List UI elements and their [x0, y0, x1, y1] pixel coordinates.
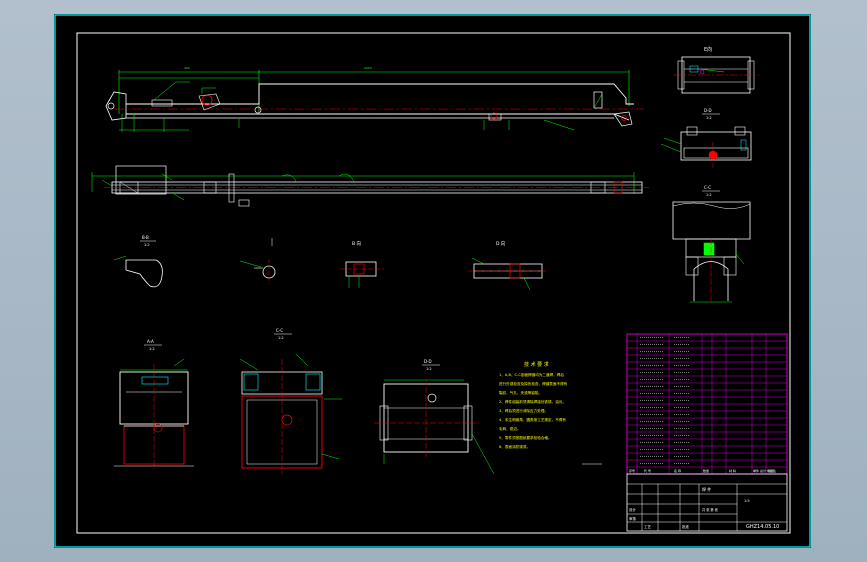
parts-list-header: 代 号	[644, 468, 651, 473]
process-label: 工艺	[644, 524, 652, 529]
drawing-sheet: 480 2950	[54, 14, 811, 548]
section-c-c-bottom-label: C-C	[276, 328, 283, 333]
parts-list-header: 材 料	[729, 468, 736, 473]
note-line: 进行外观检查及探伤检查，焊缝表面不得有	[499, 381, 568, 386]
inner-border	[76, 32, 791, 534]
section-a-a: A-A 1:2	[114, 339, 194, 469]
view-e-label: E向	[704, 46, 712, 53]
plan-view	[91, 165, 649, 207]
detail-b-b: B-B 1:2	[113, 235, 163, 288]
scale-value: 1:5	[744, 499, 750, 503]
detail-b-dir-label: B 向	[352, 240, 362, 247]
section-c-c-scale: 1:2	[706, 193, 712, 197]
section-a-a-label: A-A	[147, 339, 154, 344]
section-c-c: C-C 1:2	[672, 185, 751, 304]
svg-text:480: 480	[184, 66, 190, 70]
section-d-d: D-D 1:2	[660, 108, 752, 170]
notes-heading: 技 术 要 求	[524, 361, 549, 368]
parts-list-header: 序号	[629, 468, 635, 473]
section-c-c-bottom-scale: 1:2	[278, 336, 284, 340]
note-line: 1、A,B、C-C剖面焊缝均为二道焊，焊后	[499, 372, 564, 377]
detail-b-b-scale: 1:2	[144, 243, 150, 247]
detail-b-b-label: B-B	[142, 235, 149, 240]
note-line: 4、未注明倒角、圆角按工艺规定，不得有	[499, 417, 566, 422]
main-elevation-view: 480 2950	[105, 66, 644, 132]
detail-d-dir-label: D 向	[496, 240, 506, 247]
parts-list-header: 备 注	[769, 468, 776, 473]
note-line: 5、零件须按图纸要求检验合格。	[499, 435, 552, 440]
svg-text:2950: 2950	[364, 66, 372, 70]
note-line: 裂纹、气孔、夹渣等缺陷。	[499, 390, 542, 395]
design-label: 设计	[629, 507, 637, 512]
note-line: 毛刺、锐边。	[499, 426, 521, 431]
section-c-c-bottom: C-C 1:2	[239, 328, 342, 474]
drawing-canvas: 480 2950	[54, 14, 811, 548]
outer-frame	[54, 14, 811, 548]
view-e-direction: E向	[674, 46, 759, 94]
parts-list: 序号 代 号 名 称 数量 材 料 单件 总计 重 量备 注	[626, 333, 788, 475]
sheet-count: 共 张 第 张	[702, 507, 719, 512]
section-d-d-scale: 1:2	[706, 116, 712, 120]
parts-list-header: 数量	[703, 468, 709, 473]
section-d-d-label: D-D	[704, 108, 712, 113]
note-line: 6、表面涂防锈漆。	[499, 444, 530, 449]
section-c-c-label: C-C	[704, 185, 711, 190]
note-line: 2、焊件组装前须清除焊接处铁锈、油污。	[499, 399, 566, 404]
parts-list-header: 名 称	[674, 468, 681, 473]
parts-list-header: 单件 总计 重 量	[753, 468, 774, 473]
technical-notes: 技 术 要 求 1、A,B、C-C剖面焊缝均为二道焊，焊后 进行外观检查及探伤检…	[499, 361, 602, 465]
section-d-d-bottom-scale: 1:2	[426, 367, 432, 371]
approve-label: 批准	[682, 524, 690, 529]
section-d-d-bottom: D-D 1:2	[374, 359, 495, 475]
section-d-d-bottom-label: D-D	[424, 359, 432, 364]
note-line: 3、焊后须进行消除应力处理。	[499, 408, 548, 413]
detail-d-direction: D 向	[468, 240, 548, 291]
title-block: 焊 件 设计 审核 工艺 批准 1:5 共 张 第 张 GHZ14.05.10	[626, 473, 788, 532]
drawing-code: GHZ14.05.10	[746, 524, 779, 530]
part-name: 焊 件	[702, 486, 711, 492]
detail-b-direction: B 向	[340, 240, 384, 288]
detail-circle	[239, 238, 276, 284]
section-a-a-scale: 1:2	[149, 347, 155, 351]
check-label: 审核	[629, 516, 637, 521]
